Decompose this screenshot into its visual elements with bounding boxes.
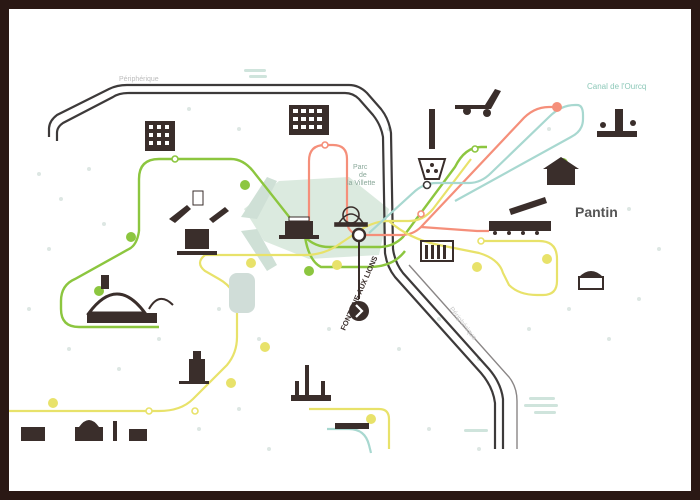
road-peripherique bbox=[47, 83, 505, 449]
factory-icon bbox=[169, 190, 229, 255]
station-arrow-button[interactable] bbox=[349, 301, 369, 321]
route-stops bbox=[145, 141, 485, 415]
wave-decor bbox=[244, 69, 558, 432]
monument-icon bbox=[291, 365, 331, 401]
building-icon-top-center bbox=[289, 105, 329, 135]
arrow-right-icon bbox=[355, 304, 364, 318]
label-peripherique: Périphérique bbox=[119, 76, 159, 83]
greenhouse-icon bbox=[597, 109, 637, 137]
tree-decor bbox=[27, 107, 661, 451]
domed-hall-icon bbox=[86, 275, 174, 323]
label-parc-2: de bbox=[359, 172, 367, 179]
gas-holder-icon bbox=[229, 273, 255, 313]
warehouse-icon bbox=[420, 240, 454, 262]
label-canal: Canal de l'Ourcq bbox=[587, 82, 646, 91]
fountain-icon bbox=[334, 206, 368, 227]
label-parc-1: Parc bbox=[353, 164, 368, 171]
tower-icon bbox=[417, 109, 447, 180]
crane-icon bbox=[455, 89, 501, 117]
building-icon bbox=[145, 121, 175, 151]
station-marker-icon[interactable] bbox=[351, 227, 367, 299]
road-lower bbox=[408, 264, 518, 449]
map-canvas: Périphérique Canal de l'Ourcq Parc de la… bbox=[9, 9, 691, 491]
market-icon bbox=[543, 157, 579, 185]
label-pantin: Pantin bbox=[575, 204, 618, 220]
route-yellow bbox=[9, 158, 559, 449]
skyline-icon bbox=[21, 420, 369, 441]
cinema-icon bbox=[279, 216, 319, 239]
route-green bbox=[59, 145, 487, 329]
robot-icon bbox=[179, 351, 209, 384]
label-parc-3: la Villette bbox=[347, 180, 375, 187]
train-cars-icon bbox=[489, 197, 551, 235]
label-lower-road: Périphérique bbox=[447, 306, 477, 342]
rotunda-icon bbox=[578, 271, 604, 290]
